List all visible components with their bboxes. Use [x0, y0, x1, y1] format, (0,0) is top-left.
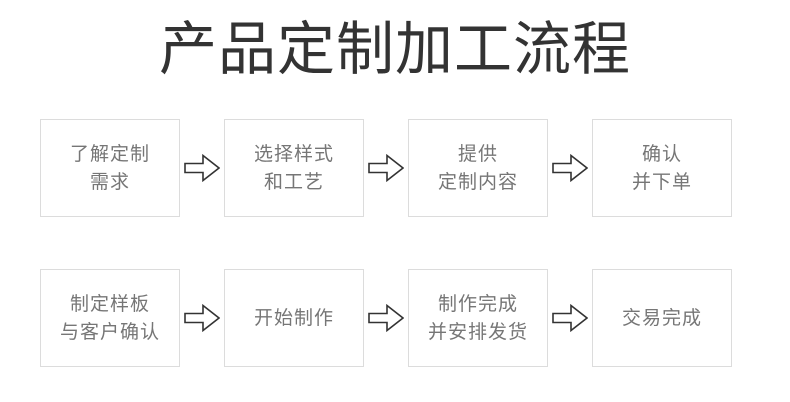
flow-node-4-label: 确认 并下单 [631, 143, 692, 193]
arrow-right-icon-1 [180, 119, 224, 217]
flow-node-8-label: 交易完成 [621, 307, 702, 329]
arrow-right-icon-4 [180, 269, 224, 367]
arrow-right-icon-6 [548, 269, 592, 367]
flow-node-7[interactable]: 制作完成 并安排发货 [408, 269, 548, 367]
flow-node-7-label: 制作完成 并安排发货 [427, 293, 528, 343]
flow-node-2-label: 选择样式 和工艺 [253, 143, 334, 193]
flow-row-2: 制定样板 与客户确认 开始制作 制作完成 并安排发货 交易完成 [40, 269, 732, 367]
flow-node-2[interactable]: 选择样式 和工艺 [224, 119, 364, 217]
flow-node-1-label: 了解定制 需求 [69, 143, 150, 193]
flow-node-6[interactable]: 开始制作 [224, 269, 364, 367]
flow-node-5-label: 制定样板 与客户确认 [59, 293, 160, 343]
arrow-right-icon-3 [548, 119, 592, 217]
flow-node-8[interactable]: 交易完成 [592, 269, 732, 367]
page-title: 产品定制加工流程 [158, 15, 631, 83]
flow-node-5[interactable]: 制定样板 与客户确认 [40, 269, 180, 367]
flow-row-1: 了解定制 需求 选择样式 和工艺 提供 定制内容 确认 并下单 [40, 119, 732, 217]
flow-node-3-label: 提供 定制内容 [437, 143, 518, 193]
flow-node-1[interactable]: 了解定制 需求 [40, 119, 180, 217]
flow-node-4[interactable]: 确认 并下单 [592, 119, 732, 217]
flow-node-6-label: 开始制作 [253, 307, 334, 329]
arrow-right-icon-2 [364, 119, 408, 217]
arrow-right-icon-5 [364, 269, 408, 367]
flow-node-3[interactable]: 提供 定制内容 [408, 119, 548, 217]
